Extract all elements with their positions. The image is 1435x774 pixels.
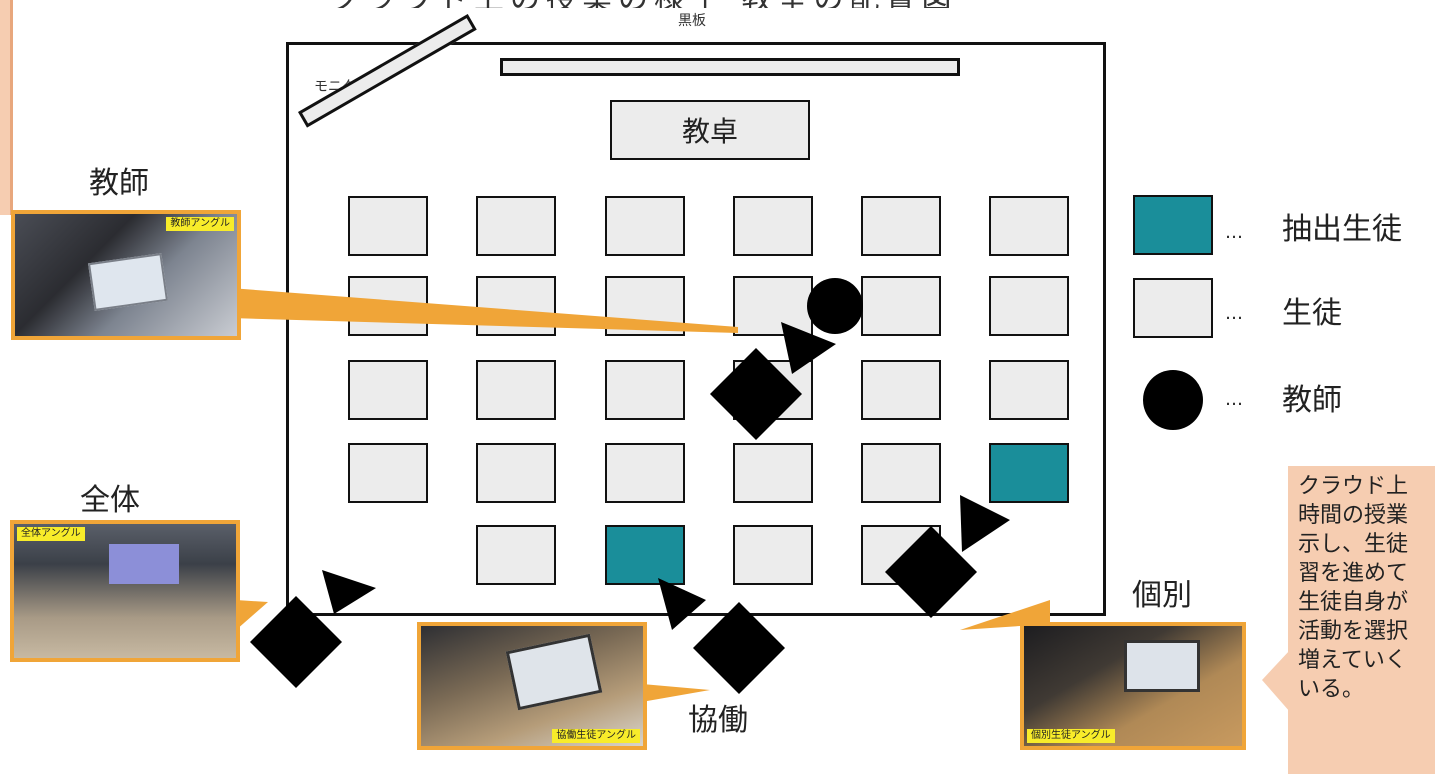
- overall-camera-label: 全体: [80, 483, 140, 518]
- student-seat: [348, 443, 428, 503]
- teacher-camera-icon: [710, 322, 836, 440]
- legend-student-swatch: [1133, 278, 1213, 338]
- collaboration-camera-label: 協働: [688, 703, 748, 738]
- student-seat: [733, 276, 813, 336]
- legend-student-label: 生徒: [1282, 296, 1342, 331]
- note-line: クラウド上: [1298, 474, 1409, 499]
- student-seat: [989, 360, 1069, 420]
- student-seat: [348, 360, 428, 420]
- blackboard: [500, 58, 960, 76]
- collaboration-angle-photo: 協働生徒アングル: [417, 622, 647, 750]
- note-line: 生徒自身が: [1298, 590, 1409, 615]
- individual-camera-icon: [885, 495, 1010, 618]
- laptop-image: [505, 633, 603, 711]
- note-callout-tail: [1262, 650, 1290, 712]
- teacher-camera-label: 教師: [89, 166, 149, 201]
- note-line: 時間の授業: [1298, 503, 1409, 528]
- student-seat: [476, 443, 556, 503]
- student-seat: [861, 443, 941, 503]
- individual-camera-label: 個別: [1132, 578, 1192, 613]
- teacher-position-dot: [807, 278, 863, 334]
- student-seat: [989, 276, 1069, 336]
- student-seat: [861, 196, 941, 256]
- legend-extracted-swatch: [1133, 195, 1213, 255]
- blackboard-label: 黒板: [678, 13, 706, 29]
- note-line: いる。: [1298, 677, 1365, 702]
- student-seat: [605, 196, 685, 256]
- overall-camera-icon: [250, 570, 376, 688]
- classroom-outline: [286, 42, 1106, 616]
- note-box: [1288, 466, 1435, 774]
- student-seat: [733, 443, 813, 503]
- student-seat: [733, 525, 813, 585]
- teacher-desk: 教卓: [610, 100, 810, 160]
- individual-angle-tag: 個別生徒アングル: [1027, 729, 1115, 743]
- individual-angle-photo: 個別生徒アングル: [1020, 622, 1246, 750]
- extracted-student-seat: [989, 443, 1069, 503]
- teacher-camera-callout: [230, 288, 738, 333]
- student-seat: [476, 196, 556, 256]
- student-seat: [348, 196, 428, 256]
- projector-screen-image: [109, 544, 179, 584]
- teacher-angle-photo: 教師アングル: [11, 210, 241, 340]
- legend-teacher-label: 教師: [1282, 383, 1342, 418]
- legend-teacher-dot: [1143, 370, 1203, 430]
- note-line: 活動を選択: [1298, 619, 1409, 644]
- student-seat: [605, 360, 685, 420]
- laptop-image: [1124, 640, 1200, 692]
- collaboration-camera-icon: [658, 578, 785, 694]
- teacher-angle-tag: 教師アングル: [166, 217, 234, 231]
- overall-camera-callout: [236, 600, 268, 630]
- note-line: 示し、生徒: [1298, 532, 1409, 557]
- legend-teacher-dots: …: [1225, 389, 1243, 410]
- note-text: クラウド上 時間の授業 示し、生徒 習を進めて 生徒自身が 活動を選択 増えてい…: [1298, 472, 1435, 704]
- student-seat: [989, 196, 1069, 256]
- student-seat: [861, 360, 941, 420]
- page-title-fragment: クラウド上の授業の様子 教室の配置図: [330, 0, 1050, 8]
- laptop-image: [88, 253, 168, 311]
- note-line: 習を進めて: [1298, 561, 1409, 586]
- side-accent-bar: [0, 0, 13, 215]
- student-seat: [476, 360, 556, 420]
- legend-extracted-dots: …: [1225, 222, 1243, 243]
- student-seat: [476, 525, 556, 585]
- collaboration-angle-tag: 協働生徒アングル: [552, 729, 640, 743]
- note-line: 増えていく: [1298, 648, 1407, 673]
- legend-student-dots: …: [1225, 303, 1243, 324]
- overall-angle-photo: 全体アングル: [10, 520, 240, 662]
- extracted-student-seat: [605, 525, 685, 585]
- legend-extracted-label: 抽出生徒: [1282, 212, 1402, 247]
- student-seat: [733, 196, 813, 256]
- student-seat: [605, 443, 685, 503]
- overall-angle-tag: 全体アングル: [17, 527, 85, 541]
- teacher-desk-label: 教卓: [681, 115, 738, 148]
